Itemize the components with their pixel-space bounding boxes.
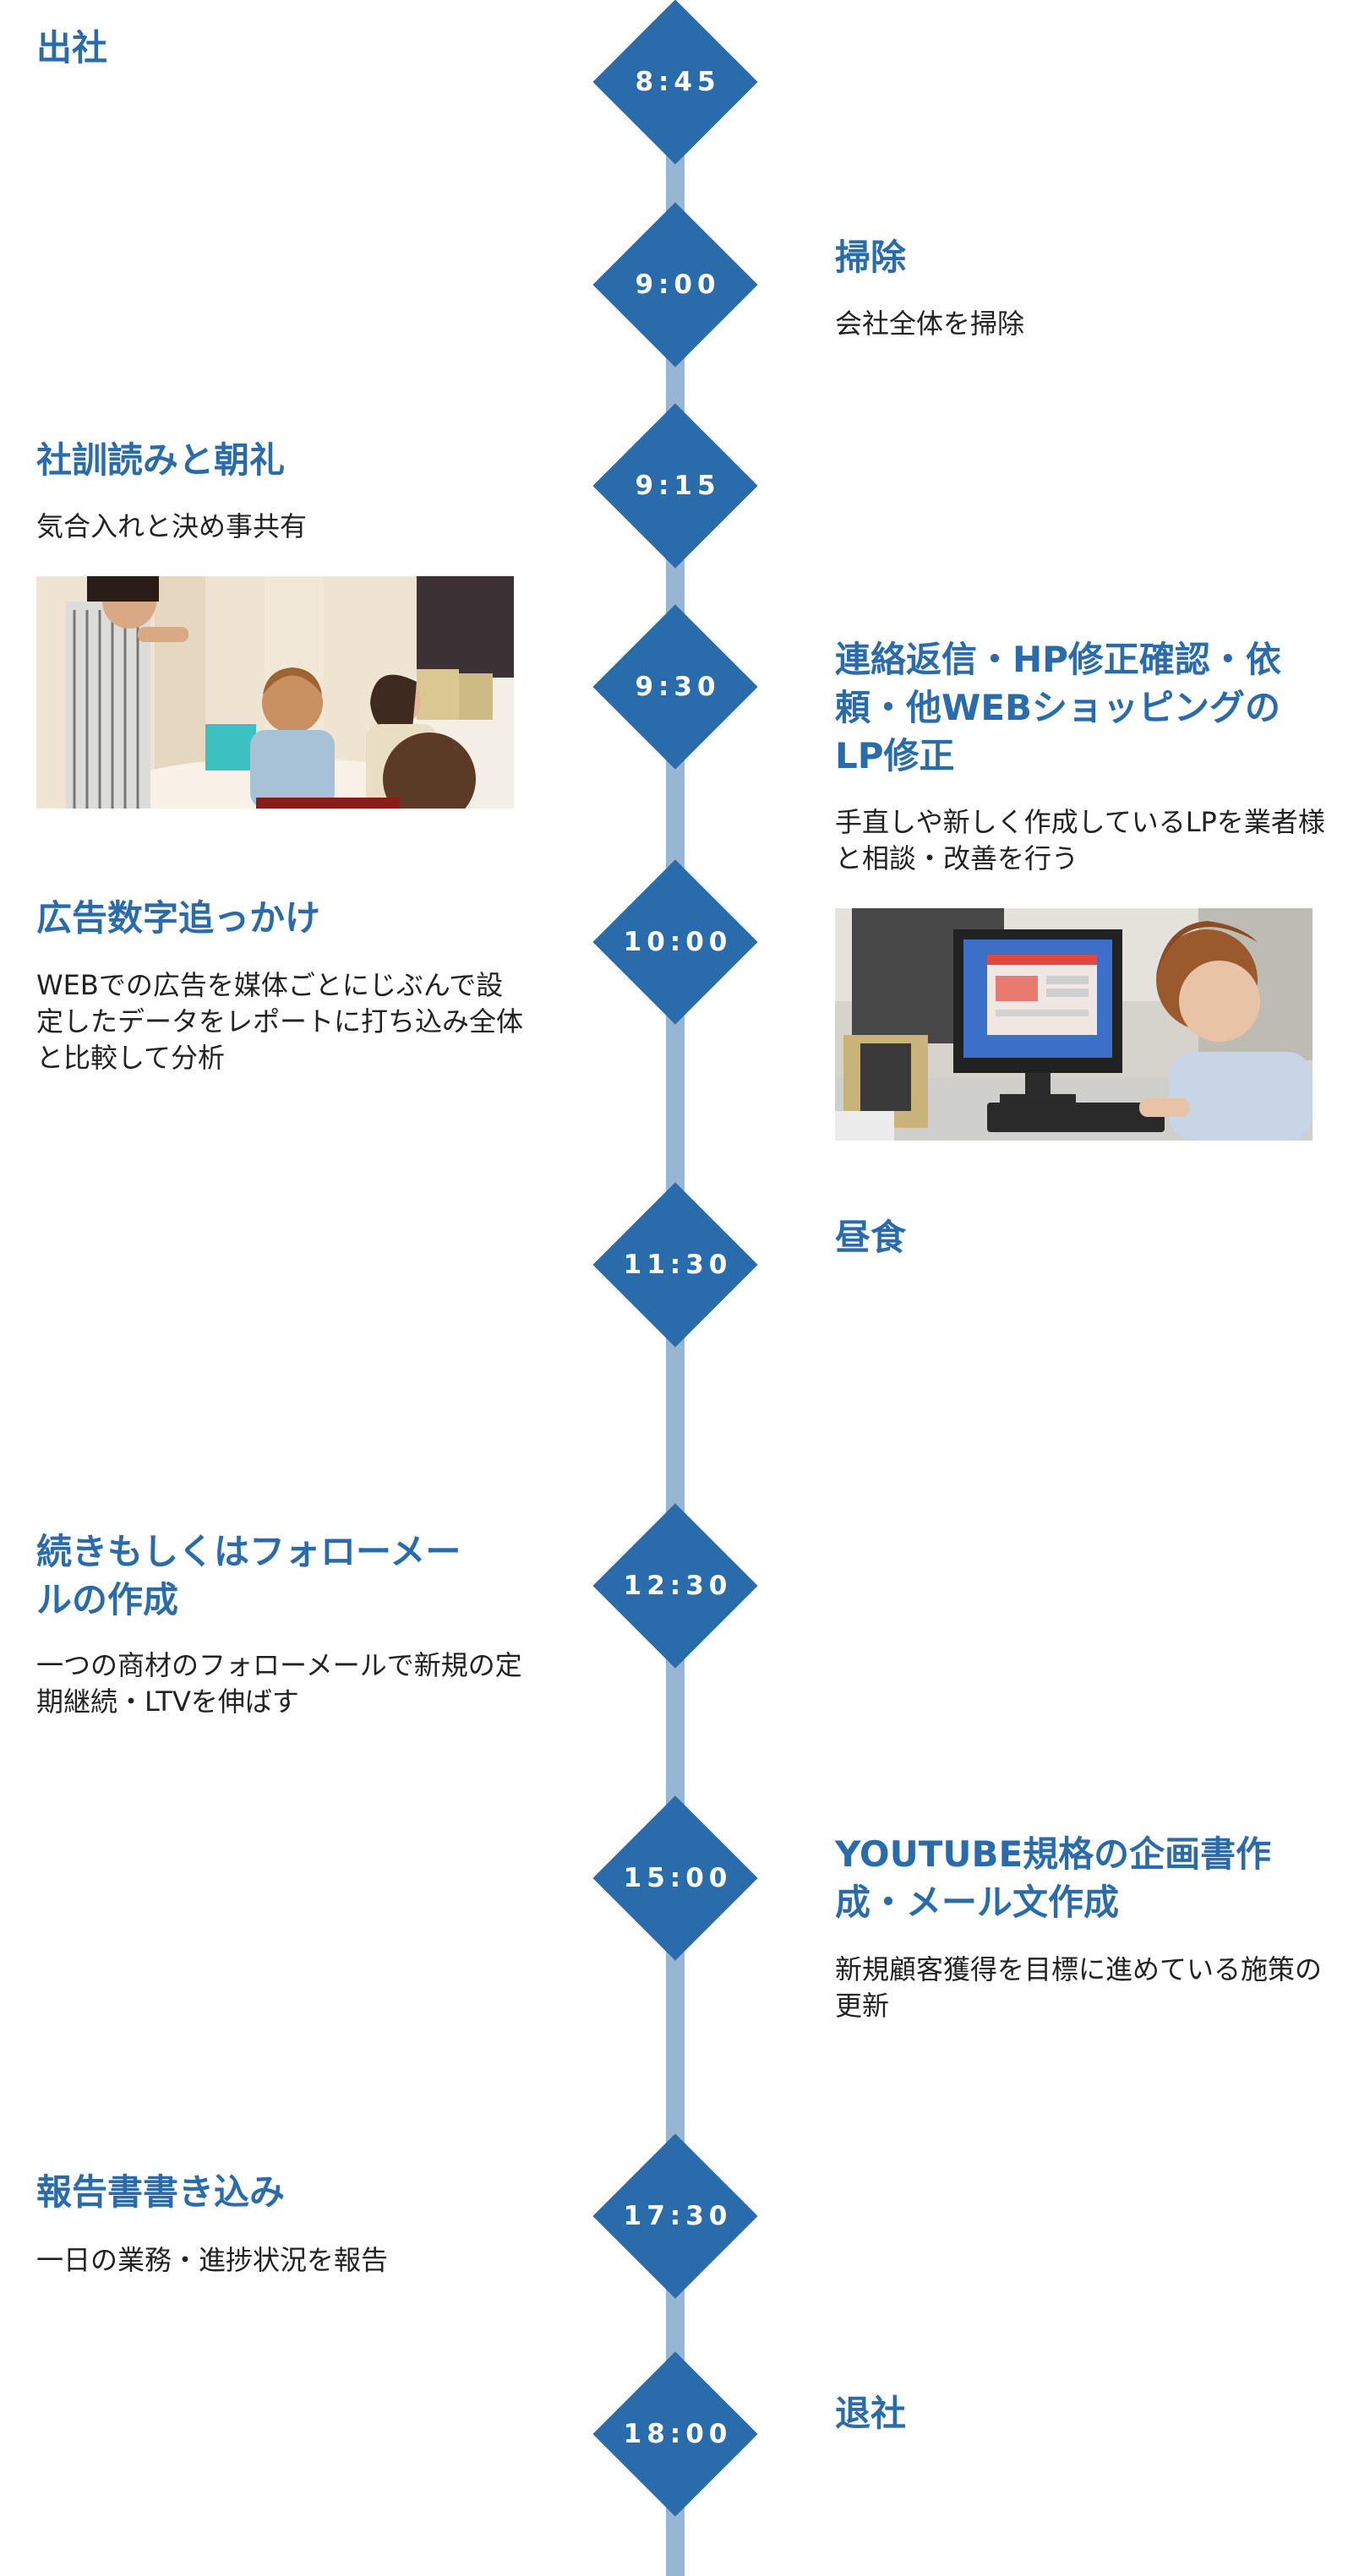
time-label: 18:00 bbox=[623, 2419, 733, 2449]
time-label: 17:30 bbox=[623, 2201, 733, 2231]
event-title: 退社 bbox=[835, 2393, 907, 2434]
event-description: 一日の業務・進捗状況を報告 bbox=[36, 2244, 389, 2276]
event-title: 出社 bbox=[36, 27, 108, 68]
time-label: 9:30 bbox=[635, 672, 721, 702]
time-label: 9:00 bbox=[635, 270, 721, 300]
time-marker: 11:30 bbox=[592, 1182, 758, 1348]
event-title: 社訓読みと朝礼 bbox=[36, 439, 286, 481]
time-label: 9:15 bbox=[635, 471, 721, 501]
event-description: 新規顧客獲得を目標に進めている施策の更新 bbox=[835, 1953, 1323, 2022]
time-label: 15:00 bbox=[623, 1863, 733, 1893]
event-description: 一つの商材のフォローメールで新規の定期継続・LTVを伸ばす bbox=[36, 1649, 522, 1718]
time-label: 8:45 bbox=[635, 67, 721, 97]
time-marker: 15:00 bbox=[592, 1795, 758, 1961]
time-marker: 8:45 bbox=[592, 0, 758, 165]
time-marker: 10:00 bbox=[592, 859, 758, 1025]
event-title: 昼食 bbox=[835, 1217, 907, 1258]
event-title: 掃除 bbox=[835, 237, 907, 278]
event-title: YOUTUBE規格の企画書作成・メール文作成 bbox=[835, 1833, 1272, 1923]
time-marker: 9:30 bbox=[592, 604, 758, 770]
desk-work-photo bbox=[835, 908, 1313, 1141]
time-marker: 17:30 bbox=[592, 2133, 758, 2299]
event-description: 会社全体を掃除 bbox=[835, 308, 1025, 340]
event-description: 手直しや新しく作成しているLPを業者様と相談・改善を行う bbox=[835, 806, 1325, 874]
event-description: 気合入れと決め事共有 bbox=[36, 510, 308, 542]
time-label: 10:00 bbox=[623, 927, 733, 957]
time-marker: 12:30 bbox=[592, 1503, 758, 1669]
time-label: 11:30 bbox=[623, 1250, 733, 1280]
time-marker: 9:15 bbox=[592, 403, 758, 569]
time-label: 12:30 bbox=[623, 1571, 733, 1601]
time-marker: 18:00 bbox=[592, 2351, 758, 2517]
event-title: 報告書書き込み bbox=[36, 2171, 286, 2213]
meeting-photo bbox=[36, 576, 514, 809]
time-marker: 9:00 bbox=[592, 202, 758, 368]
event-title: 続きもしくはフォローメールの作成 bbox=[36, 1531, 461, 1620]
event-description: WEBでの広告を媒体ごとにじぶんで設定したデータをレポートに打ち込み全体と比較し… bbox=[36, 969, 524, 1074]
event-title: 広告数字追っかけ bbox=[36, 897, 321, 939]
event-title: 連絡返信・HP修正確認・依頼・他WEBショッピングのLP修正 bbox=[835, 639, 1281, 776]
